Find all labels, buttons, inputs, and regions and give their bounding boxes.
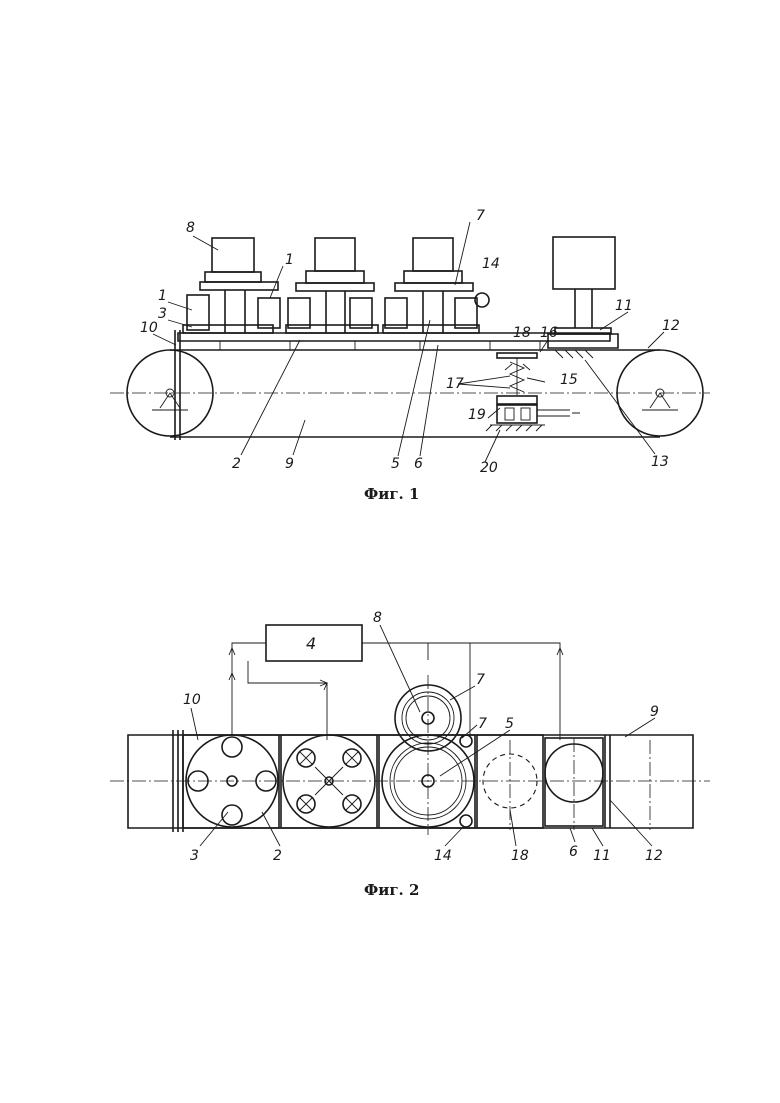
label-1-left: 1 (158, 288, 167, 304)
label-9: 9 (285, 456, 294, 472)
control-unit-label: 4 (306, 634, 316, 653)
label-12: 12 (662, 318, 680, 334)
label-5: 5 (391, 456, 400, 472)
motor-right (553, 237, 615, 289)
label-9: 9 (650, 704, 659, 720)
label-1-top: 1 (285, 252, 294, 268)
sensor-14 (460, 735, 472, 747)
label-6: 6 (414, 456, 423, 472)
part-3 (222, 737, 242, 757)
label-19: 19 (468, 407, 486, 423)
separator-10 (175, 330, 180, 440)
label-8: 8 (186, 220, 195, 236)
label-13: 13 (651, 454, 669, 470)
figure-2: 4 (110, 610, 710, 899)
label-3: 3 (158, 306, 167, 322)
label-14: 14 (434, 848, 452, 864)
label-14: 14 (482, 256, 500, 272)
label-11: 11 (593, 848, 611, 864)
label-15: 15 (560, 372, 578, 388)
label-16: 16 (540, 325, 558, 341)
label-20: 20 (480, 460, 498, 476)
armature-19 (497, 396, 537, 404)
label-8: 8 (373, 610, 382, 626)
figure-1: 8 7 1 14 1 3 10 18 16 11 12 17 15 19 2 9… (110, 208, 710, 503)
label-12: 12 (645, 848, 663, 864)
label-7: 7 (476, 208, 485, 224)
lift-plate-18 (497, 353, 537, 358)
label-7-upper: 7 (476, 672, 485, 688)
conveyor-belt (170, 350, 660, 437)
motor-8 (212, 238, 254, 272)
label-10: 10 (140, 320, 158, 336)
separator-12 (605, 735, 610, 828)
spring-15 (510, 358, 524, 395)
label-18: 18 (511, 848, 529, 864)
caption-fig-1: Фиг. 1 (364, 485, 419, 503)
label-11: 11 (615, 298, 633, 314)
label-2: 2 (273, 848, 282, 864)
base-strip-9 (128, 735, 693, 828)
label-6: 6 (569, 844, 578, 860)
label-5: 5 (505, 716, 514, 732)
label-2: 2 (232, 456, 241, 472)
label-18: 18 (513, 325, 531, 341)
label-7-lower: 7 (478, 716, 487, 732)
label-10: 10 (183, 692, 201, 708)
part-1 (258, 298, 280, 328)
caption-fig-2: Фиг. 2 (364, 881, 419, 899)
label-3: 3 (190, 848, 199, 864)
electromagnet-20 (497, 405, 537, 423)
